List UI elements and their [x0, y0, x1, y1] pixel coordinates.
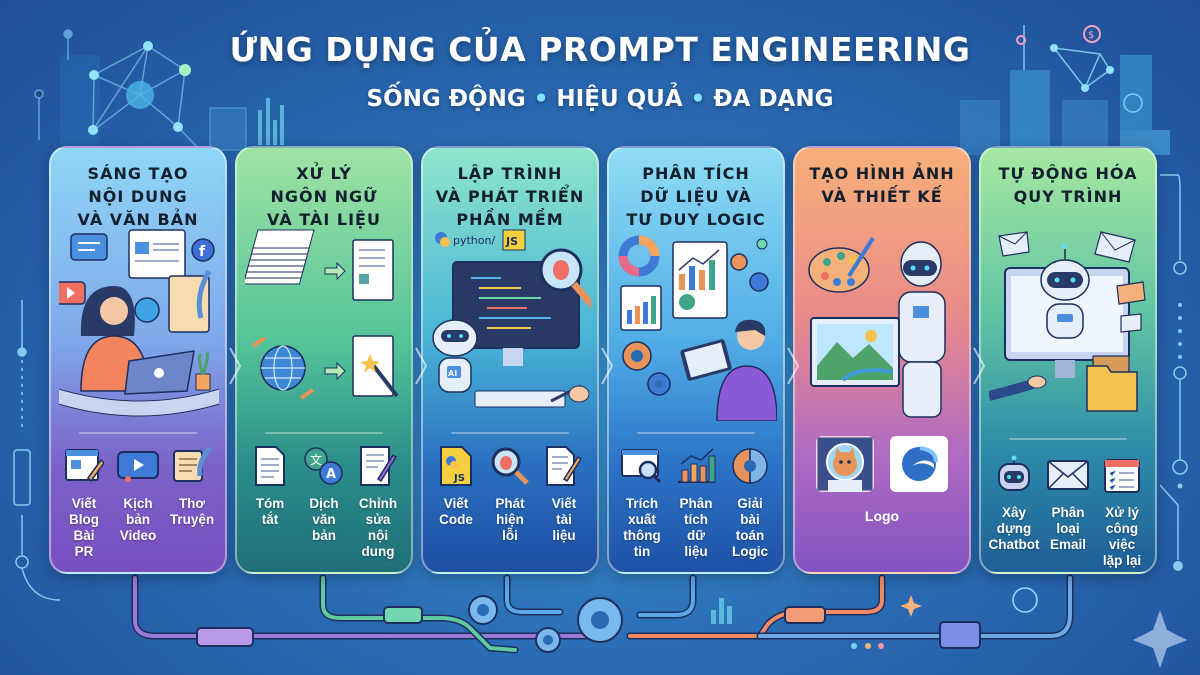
- card-language-documents: XỬ LÝ NGÔN NGỮ VÀ TÀI LIỆU: [235, 146, 413, 574]
- svg-text:AI: AI: [448, 369, 457, 378]
- item-label: Phát hiện lỗi: [495, 496, 525, 543]
- item-blog-pr: Viết Blog Bài PR: [57, 444, 111, 560]
- card-title: LẬP TRÌNH VÀ PHÁT TRIỂN PHẦN MỀM: [435, 164, 585, 229]
- item-label: Viết Blog Bài PR: [69, 496, 99, 559]
- card-divider: [1009, 438, 1127, 440]
- item-label: Kịch bản Video: [119, 496, 157, 543]
- subtitle-part-diverse: ĐA DẠNG: [713, 86, 834, 112]
- svg-text:f: f: [199, 244, 206, 260]
- item-solve-logic: Giải bài toán Logic: [723, 444, 777, 560]
- item-build-chatbot: Xây dựng Chatbot: [987, 453, 1041, 569]
- item-write-docs: Viết tài liệu: [537, 444, 591, 544]
- card-title: PHÂN TÍCH DỮ LIỆU VÀ TƯ DUY LOGIC: [626, 164, 766, 229]
- checklist-calendar-icon: [1100, 453, 1144, 497]
- document-processing-illustration: [245, 229, 399, 400]
- subtitle-separator: •: [690, 86, 706, 112]
- item-label: Tóm tắt: [255, 496, 285, 527]
- item-label: Trích xuất thông tin: [623, 496, 661, 559]
- item-find-bugs: Phát hiện lỗi: [483, 444, 537, 544]
- card-items: Logo: [801, 436, 963, 524]
- item-label: Chỉnh sửa nội dung: [358, 496, 398, 559]
- woman-writing-illustration: f: [59, 229, 219, 417]
- bar-chart-icon: [674, 444, 718, 488]
- gear-brain-icon: [728, 444, 772, 488]
- scroll-quill-icon: [170, 444, 214, 488]
- chevron-right-icon: [415, 347, 428, 385]
- document-pencil-icon: [542, 444, 586, 488]
- chevron-right-icon: [601, 347, 614, 385]
- card-items: Xây dựng Chatbot Phân loại Email Xử lý c…: [987, 453, 1149, 569]
- chevron-right-icon: [229, 347, 242, 385]
- document-icon: [248, 444, 292, 488]
- robot-head-icon: [992, 453, 1036, 497]
- item-classify-email: Phân loại Email: [1041, 453, 1095, 569]
- page-subtitle: SỐNG ĐỘNG • HIỆU QUẢ • ĐA DẠNG: [0, 86, 1200, 112]
- item-extract-info: Trích xuất thông tin: [615, 444, 669, 560]
- item-edit-content: Chỉnh sửa nội dung: [351, 444, 405, 560]
- logo-examples: [801, 436, 963, 492]
- envelope-icon: [1046, 453, 1090, 497]
- data-analyst-illustration: [618, 235, 777, 421]
- item-poetry-story: Thơ Truyện: [165, 444, 219, 560]
- astronaut-cat-image: [816, 436, 874, 492]
- item-label-logo: Logo: [864, 508, 900, 524]
- item-label: Phân tích dữ liệu: [679, 496, 713, 559]
- card-title: XỬ LÝ NGÔN NGỮ VÀ TÀI LIỆU: [267, 164, 381, 229]
- bug-magnifier-icon: [488, 444, 532, 488]
- card-content-creation: SÁNG TẠO NỘI DUNG VÀ VĂN BẢN f: [49, 146, 227, 574]
- blog-edit-icon: [62, 444, 106, 488]
- card-title: TỰ ĐỘNG HÓA QUY TRÌNH: [998, 164, 1138, 206]
- card-data-analysis: PHÂN TÍCH DỮ LIỆU VÀ TƯ DUY LOGIC: [607, 146, 785, 574]
- svg-text:A: A: [326, 467, 336, 482]
- item-analyze-data: Phân tích dữ liệu: [669, 444, 723, 560]
- card-title: TẠO HÌNH ẢNH VÀ THIẾT KẾ: [809, 164, 955, 206]
- item-summarize: Tóm tắt: [243, 444, 297, 560]
- item-label: Xử lý công việc lặp lại: [1102, 505, 1142, 568]
- card-divider: [637, 432, 755, 434]
- card-divider: [451, 432, 569, 434]
- python-js-file-icon: JS: [434, 444, 478, 488]
- chevron-right-icon: [787, 347, 800, 385]
- card-title: SÁNG TẠO NỘI DUNG VÀ VĂN BẢN: [77, 164, 199, 229]
- document-pencil-icon: [356, 444, 400, 488]
- subtitle-separator: •: [533, 86, 549, 112]
- card-items: Trích xuất thông tin Phân tích dữ liệu G…: [615, 444, 777, 560]
- item-label: Viết Code: [439, 496, 473, 527]
- swoosh-logo-image: [890, 436, 948, 492]
- svg-text:python/: python/: [453, 234, 495, 247]
- item-write-code: JS Viết Code: [429, 444, 483, 544]
- automation-robot-illustration: [989, 231, 1146, 412]
- search-window-icon: [620, 444, 664, 488]
- item-label: Giải bài toán Logic: [732, 496, 768, 559]
- subtitle-part-vivid: SỐNG ĐỘNG: [366, 86, 526, 112]
- card-divider: [79, 432, 197, 434]
- chevron-right-icon: [973, 347, 986, 385]
- subtitle-part-effective: HIỆU QUẢ: [556, 86, 683, 112]
- card-items: JS Viết Code Phát hiện lỗi Viết tài liệu: [429, 444, 591, 544]
- card-items: Viết Blog Bài PR Kịch bản Video Thơ Truy…: [57, 444, 219, 560]
- card-image-design: TẠO HÌNH ẢNH VÀ THIẾT KẾ: [793, 146, 971, 574]
- video-play-icon: [116, 444, 160, 488]
- card-process-automation: TỰ ĐỘNG HÓA QUY TRÌNH: [979, 146, 1157, 574]
- page-title: ỨNG DỤNG CỦA PROMPT ENGINEERING: [229, 30, 971, 69]
- item-label: Xây dựng Chatbot: [988, 505, 1040, 552]
- svg-text:JS: JS: [453, 473, 465, 484]
- card-divider: [265, 432, 383, 434]
- svg-text:文: 文: [310, 452, 322, 467]
- item-repetitive-tasks: Xử lý công việc lặp lại: [1095, 453, 1149, 569]
- item-label: Viết tài liệu: [551, 496, 577, 543]
- item-label: Phân loại Email: [1049, 505, 1087, 552]
- svg-text:JS: JS: [505, 235, 518, 248]
- application-cards: SÁNG TẠO NỘI DUNG VÀ VĂN BẢN f: [49, 146, 1159, 576]
- item-label: Dịch văn bản: [309, 496, 339, 543]
- item-video-script: Kịch bản Video: [111, 444, 165, 560]
- robot-artist-illustration: [808, 236, 946, 418]
- ai-robot-coding-illustration: python/ JS AI: [432, 229, 591, 408]
- item-label: Thơ Truyện: [169, 496, 215, 527]
- card-programming: LẬP TRÌNH VÀ PHÁT TRIỂN PHẦN MỀM python/…: [421, 146, 599, 574]
